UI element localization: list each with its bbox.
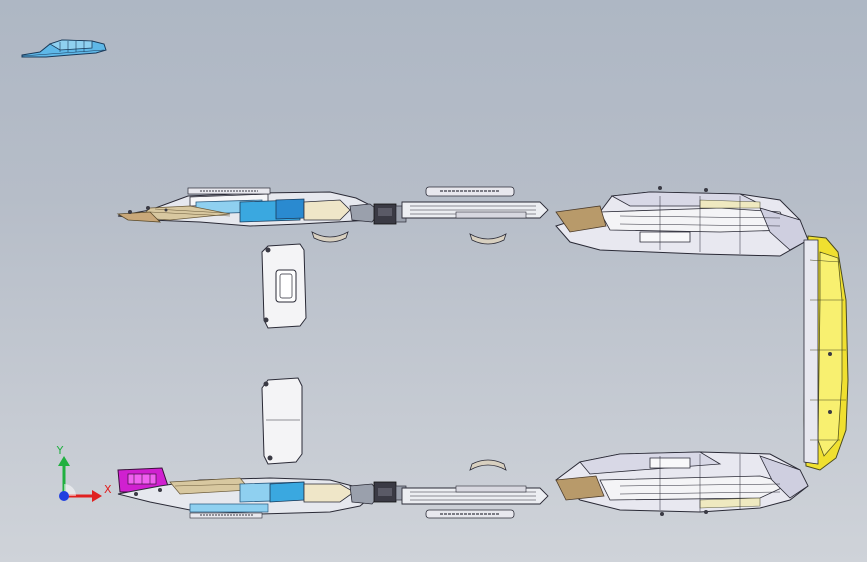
y-axis-arrow-icon bbox=[58, 456, 70, 466]
bottom-front-sill-trim[interactable] bbox=[117, 477, 381, 519]
z-axis-dot-icon bbox=[59, 491, 69, 501]
bottom-grab-handle[interactable] bbox=[469, 459, 507, 471]
left-sun-visor[interactable] bbox=[261, 243, 307, 329]
x-axis-arrow-icon bbox=[92, 490, 102, 502]
thumbnail-part[interactable] bbox=[21, 39, 107, 58]
magenta-bracket[interactable] bbox=[117, 467, 169, 493]
top-grab-handles[interactable] bbox=[311, 231, 507, 245]
top-rear-quarter-panel[interactable] bbox=[555, 186, 809, 257]
top-center-rail[interactable] bbox=[401, 186, 549, 219]
right-sun-visor[interactable] bbox=[261, 377, 303, 465]
bottom-connector-bracket[interactable] bbox=[373, 481, 407, 503]
rear-yellow-trim[interactable] bbox=[803, 235, 849, 471]
x-axis-label: X bbox=[104, 483, 112, 496]
coordinate-triad: Y X bbox=[56, 444, 112, 502]
y-axis-label: Y bbox=[56, 444, 64, 457]
top-connector-bracket[interactable] bbox=[373, 203, 407, 225]
bottom-rear-quarter-panel[interactable] bbox=[555, 451, 809, 516]
bottom-center-rail[interactable] bbox=[401, 485, 549, 519]
top-front-sill-trim[interactable] bbox=[116, 187, 381, 227]
